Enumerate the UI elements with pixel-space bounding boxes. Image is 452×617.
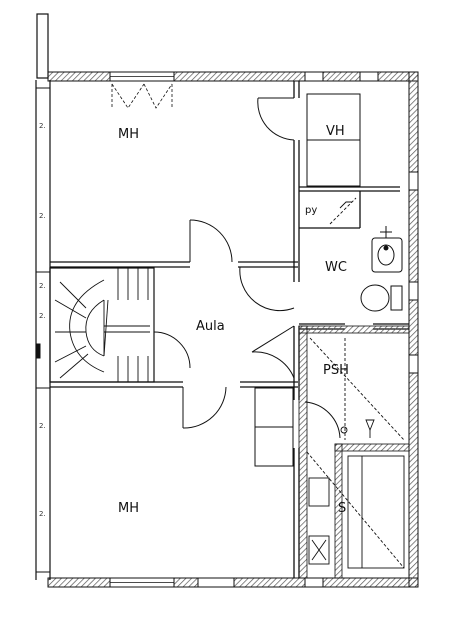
room-labels: MH VH py WC Aula PSH S MH (118, 124, 349, 516)
room-label-aula: Aula (196, 319, 225, 334)
doors (153, 97, 341, 439)
room-label-vh: VH (326, 124, 345, 139)
windows-right (408, 171, 419, 374)
wardrobes (254, 93, 361, 467)
windows-bottom (109, 577, 324, 588)
py-fixtures (329, 197, 357, 225)
wall-mark: 2. (39, 122, 46, 130)
wall-mark: 2. (39, 422, 46, 430)
wall-mark: 2. (39, 510, 46, 518)
room-label-psh: PSH (323, 363, 349, 378)
bathroom-walls (298, 325, 410, 579)
left-wall-openings (36, 87, 50, 573)
room-label-s: S (338, 501, 346, 516)
shower-fixtures (309, 337, 405, 441)
room-label-wc: WC (325, 260, 347, 275)
room-label-mh-bottom: MH (118, 501, 139, 516)
wc-fixtures (360, 226, 403, 312)
windows-top (109, 71, 379, 82)
wall-mark: 2. (39, 312, 46, 320)
room-label-mh-top: MH (118, 127, 139, 142)
staircase (54, 268, 150, 382)
window-swing (111, 83, 173, 109)
interior-walls (49, 81, 409, 578)
chimney (36, 13, 49, 79)
wall-marks: 2. 2. 2. 2. 2. 2. (39, 122, 46, 518)
wall-mark: 2. (39, 282, 46, 290)
wall-mark: 2. (39, 212, 46, 220)
room-label-py: py (305, 205, 317, 216)
sauna-fixtures (306, 451, 405, 569)
